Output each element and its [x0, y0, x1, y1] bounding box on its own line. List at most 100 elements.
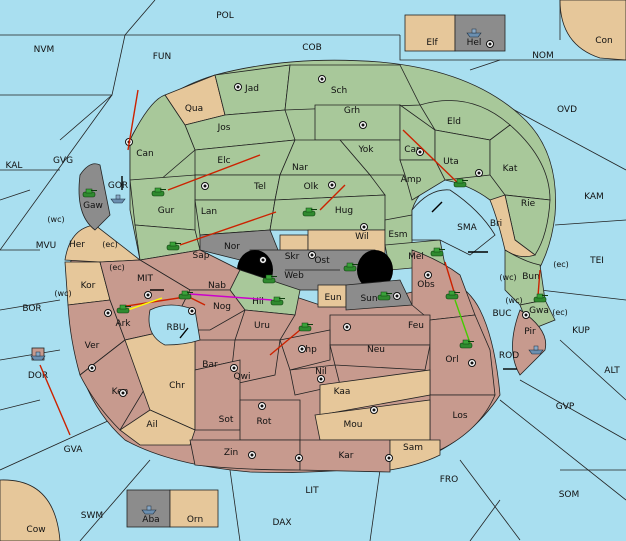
supply-center-dot: [236, 85, 240, 89]
region-label-lan: Lan: [201, 207, 217, 217]
region-can[interactable]: [129, 94, 196, 181]
tank-icon[interactable]: [270, 296, 285, 306]
region-label-nil: Nil: [315, 367, 327, 377]
region-label-eun: Eun: [324, 293, 341, 303]
region-label-grh: Grh: [344, 106, 360, 116]
coast-tag-bun_wc: (wc): [499, 273, 516, 282]
order-arrow: [39, 364, 71, 436]
order-arrow: [319, 184, 346, 211]
ship-icon[interactable]: [141, 505, 157, 515]
region-label-hel: Hel: [467, 38, 482, 48]
supply-center-dot: [146, 293, 150, 297]
double-arrow-icon: [431, 201, 443, 213]
tank-icon[interactable]: [533, 293, 548, 303]
region-her[interactable]: [64, 224, 142, 263]
region-label-kam: KAM: [584, 192, 604, 202]
region-label-con: Con: [595, 36, 613, 46]
region-ken[interactable]: [79, 339, 151, 431]
coast-tag-kor_ec: (ec): [109, 263, 125, 272]
order-arrow: [179, 211, 277, 246]
region-sma[interactable]: [411, 189, 496, 256]
region-pir[interactable]: [512, 309, 547, 376]
region-amp[interactable]: [399, 159, 446, 201]
supply-center-dot: [426, 273, 430, 277]
ship-icon[interactable]: [528, 345, 544, 355]
tank-icon[interactable]: [453, 178, 468, 188]
region-orn[interactable]: [169, 489, 219, 528]
order-arrow: [444, 261, 456, 296]
region-label-jos: Jos: [217, 123, 231, 133]
region-label-nar: Nar: [292, 163, 308, 173]
region-label-jad: Jad: [244, 84, 259, 94]
tank-icon[interactable]: [116, 304, 131, 314]
tank-icon[interactable]: [82, 188, 97, 198]
supply-center-dot: [319, 377, 323, 381]
region-label-kup: KUP: [572, 326, 590, 336]
region-label-lit: LIT: [305, 486, 319, 496]
tank-icon[interactable]: [302, 207, 317, 217]
region-label-neu: Neu: [367, 345, 385, 355]
supply-center-dot: [362, 225, 366, 229]
region-label-los: Los: [452, 411, 467, 421]
tank-icon[interactable]: [445, 290, 460, 300]
region-label-bri: Bri: [490, 219, 502, 229]
region-label-hug: Hug: [335, 206, 353, 216]
supply-center-dot: [372, 408, 376, 412]
tank-icon[interactable]: [298, 322, 313, 332]
tank-icon[interactable]: [151, 187, 166, 197]
ship-icon[interactable]: [110, 194, 126, 204]
region-sam[interactable]: [389, 439, 441, 471]
region-label-ail: Ail: [146, 420, 157, 430]
tank-icon[interactable]: [377, 291, 392, 301]
region-label-rot: Rot: [257, 417, 272, 427]
region-neu[interactable]: [329, 344, 431, 371]
region-label-pir: Pir: [524, 327, 536, 337]
tank-icon[interactable]: [459, 339, 474, 349]
region-zin[interactable]: [189, 439, 301, 471]
supply-center-dot: [203, 184, 207, 188]
ship-icon[interactable]: [466, 28, 482, 38]
region-label-qwi: Qwi: [234, 372, 251, 382]
region-sch[interactable]: [284, 64, 421, 111]
region-ail[interactable]: [119, 409, 196, 446]
region-label-rod: ROD: [499, 351, 519, 361]
supply-center-dot: [330, 183, 334, 187]
region-label-mou: Mou: [344, 420, 363, 430]
supply-center-dot: [121, 391, 125, 395]
region-rbu[interactable]: [148, 304, 201, 346]
region-label-gaw: Gaw: [83, 201, 103, 211]
region-label-sun: Sun: [360, 294, 377, 304]
supply-center-dot: [260, 404, 264, 408]
region-label-eld: Eld: [447, 117, 461, 127]
tank-icon[interactable]: [178, 290, 193, 300]
region-label-buc: BUC: [492, 309, 511, 319]
tank-icon[interactable]: [166, 241, 181, 251]
region-label-zin: Zin: [224, 448, 238, 458]
region-label-bar: Bar: [202, 360, 218, 370]
tank-icon[interactable]: [430, 247, 445, 257]
tank-icon[interactable]: [343, 262, 358, 272]
region-label-gur: Gur: [158, 206, 175, 216]
supply-center-dot: [524, 313, 528, 317]
region-label-sam: Sam: [403, 443, 423, 453]
tank-icon[interactable]: [262, 274, 277, 284]
region-label-mel: Mel: [408, 252, 424, 262]
region-label-kar: Kar: [339, 451, 354, 461]
region-elf[interactable]: [404, 14, 456, 52]
region-label-kor: Kor: [81, 281, 96, 291]
region-label-gor: GOR: [108, 181, 128, 191]
region-label-kaa: Kaa: [334, 387, 351, 397]
region-label-nvm: NVM: [34, 45, 55, 55]
region-con[interactable]: [559, 0, 626, 61]
supply-center-dot: [250, 453, 254, 457]
region-label-skr: Skr: [285, 252, 300, 262]
ship-icon[interactable]: [30, 351, 46, 361]
region-hug[interactable]: [269, 194, 386, 231]
region-label-car: Car: [404, 145, 420, 155]
region-uta[interactable]: [434, 129, 491, 181]
order-arrow: [269, 329, 301, 356]
region-lan[interactable]: [194, 199, 276, 236]
region-label-chr: Chr: [169, 381, 185, 391]
